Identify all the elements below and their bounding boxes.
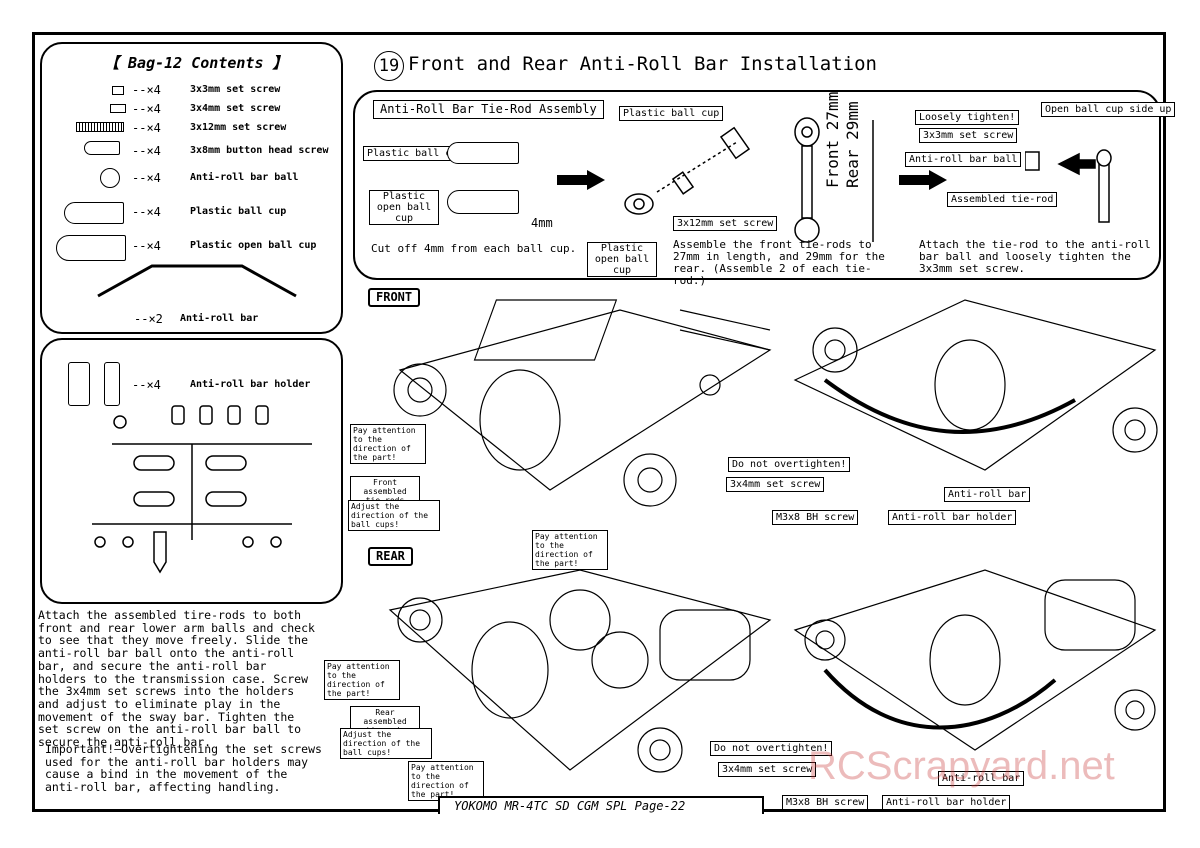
holder-tree-box: --×4 Anti-roll bar holder xyxy=(40,338,343,604)
front-tag: FRONT xyxy=(368,288,421,307)
plastic-open-ball-cup-label: Plastic open ball cup xyxy=(369,190,439,225)
screw-3x3-label: 3x3mm set screw xyxy=(919,128,1018,143)
plastic-open-ball-cup-label-2: Plastic open ball cup xyxy=(587,242,657,277)
anti-roll-bar-holder-icon xyxy=(68,362,90,406)
rear-length: Rear 29mm xyxy=(843,101,862,188)
bag-item-qty-0: --×4 xyxy=(132,83,161,97)
front-length: Front 27mm xyxy=(823,91,842,188)
set-screw-3x3-icon xyxy=(112,86,124,95)
rear-chassis-right-illustration xyxy=(793,569,1157,751)
tierod-box: Anti-Roll Bar Tie-Rod Assembly Plastic b… xyxy=(353,90,1176,287)
bar-name: Anti-roll bar xyxy=(180,313,259,324)
cut-dimension: 4mm xyxy=(531,216,553,230)
instructions-text: Attach the assembled tire-rods to both f… xyxy=(38,608,315,750)
bag-title: 【 Bag-12 Contents 】 xyxy=(104,54,288,72)
rear-screw-3x4: 3x4mm set screw xyxy=(718,762,817,777)
page-footer: YOKOMO MR-4TC SD CGM SPL Page-22 xyxy=(438,796,764,814)
bag-item-name-5: Plastic ball cup xyxy=(190,206,287,217)
rear-tag: REAR xyxy=(368,547,413,566)
bag-contents-box: 【 Bag-12 Contents 】 --×4 3x3mm set screw… xyxy=(40,42,343,334)
bag-item-name-0: 3x3mm set screw xyxy=(190,84,281,95)
bag-item-qty-3: --×4 xyxy=(132,144,161,158)
anti-roll-bar-illustration xyxy=(97,264,297,298)
assembled-tierod-illustration xyxy=(794,117,874,243)
attach-instruction: Attach the tie-rod to the anti-roll bar … xyxy=(919,238,1151,275)
bag-item-qty-2: --×4 xyxy=(132,121,161,135)
bag-item-qty-4: --×4 xyxy=(132,171,161,185)
rear-m3x8-screw: M3x8 BH screw xyxy=(782,795,869,810)
bag-item-qty-1: --×4 xyxy=(132,102,161,116)
parts-tree-illustration xyxy=(92,405,312,574)
front-anti-roll-bar: Anti-roll bar xyxy=(944,487,1031,502)
bag-item-qty-6: --×4 xyxy=(132,239,161,253)
anti-roll-bar-ball-icon xyxy=(100,168,120,188)
rear-pay-attention-2: Pay attention to the direction of the pa… xyxy=(408,761,484,801)
rear-anti-roll-bar: Anti-roll bar xyxy=(938,771,1025,786)
important-note: Important!—Overtightening the set screws… xyxy=(45,742,322,795)
process-arrow-icon-2 xyxy=(899,170,947,190)
bag-item-name-1: 3x4mm set screw xyxy=(190,103,281,114)
assembled-tierod-label: Assembled tie-rod xyxy=(947,192,1058,207)
plastic-ball-cup-icon xyxy=(64,202,124,224)
watermark: RCScrapyard.net xyxy=(808,744,1115,788)
front-no-overtighten: Do not overtighten! xyxy=(728,457,851,472)
rear-pay-attention-1: Pay attention to the direction of the pa… xyxy=(324,660,400,700)
plastic-ball-cup-label: Plastic ball cup xyxy=(363,146,468,161)
exploded-tierod-illustration xyxy=(624,126,751,215)
bag-item-name-2: 3x12mm set screw xyxy=(190,122,287,133)
screw-3x12-label: 3x12mm set screw xyxy=(673,216,778,231)
rear-no-overtighten: Do not overtighten! xyxy=(710,741,833,756)
button-head-screw-icon xyxy=(84,141,120,155)
bag-item-name-4: Anti-roll bar ball xyxy=(190,172,299,183)
cut-instruction: Cut off 4mm from each ball cup. xyxy=(371,242,577,255)
rear-adjust-label: Adjust the direction of the ball cups! xyxy=(340,728,432,759)
bag-item-qty-5: --×4 xyxy=(132,205,161,219)
rear-chassis-left-illustration xyxy=(388,569,772,773)
front-chassis-left-illustration xyxy=(393,299,772,507)
bag-item-name-6: Plastic open ball cup xyxy=(190,240,317,251)
open-ball-cup-cut-icon xyxy=(447,190,519,214)
front-chassis-right-illustration xyxy=(793,299,1158,471)
front-adjust-label: Adjust the direction of the ball cups! xyxy=(348,500,440,531)
tierod-header: Anti-Roll Bar Tie-Rod Assembly xyxy=(373,100,604,119)
set-screw-3x4-icon xyxy=(110,104,126,113)
holder-qty: --×4 xyxy=(132,378,161,392)
bag-item-name-3: 3x8mm button head screw xyxy=(190,145,329,156)
arb-ball-label: Anti-roll bar ball xyxy=(905,152,1022,167)
front-m3x8-screw: M3x8 BH screw xyxy=(772,510,859,525)
ball-cup-cut-icon xyxy=(447,142,519,164)
attach-illustration xyxy=(1025,149,1112,223)
assemble-instruction: Assemble the front tie-rods to 27mm in l… xyxy=(673,238,885,287)
front-pay-attention-1: Pay attention to the direction of the pa… xyxy=(350,424,426,464)
process-arrow-icon xyxy=(557,170,605,190)
rear-holder: Anti-roll bar holder xyxy=(882,795,1011,810)
step-number: 19 xyxy=(374,51,404,81)
loosely-tighten-label: Loosely tighten! xyxy=(915,110,1020,125)
front-screw-3x4: 3x4mm set screw xyxy=(726,477,825,492)
set-screw-3x12-icon xyxy=(76,122,124,132)
plastic-ball-cup-label-2: Plastic ball cup xyxy=(619,106,724,121)
bar-qty: --×2 xyxy=(134,312,163,326)
holder-name: Anti-roll bar holder xyxy=(190,379,311,390)
front-holder: Anti-roll bar holder xyxy=(888,510,1017,525)
holder-side-icon xyxy=(104,362,120,406)
front-pay-attention-2: Pay attention to the direction of the pa… xyxy=(532,530,608,570)
step-title: Front and Rear Anti-Roll Bar Installatio… xyxy=(408,53,877,75)
plastic-open-ball-cup-icon xyxy=(56,235,126,261)
open-side-up-label: Open ball cup side up xyxy=(1041,102,1176,117)
